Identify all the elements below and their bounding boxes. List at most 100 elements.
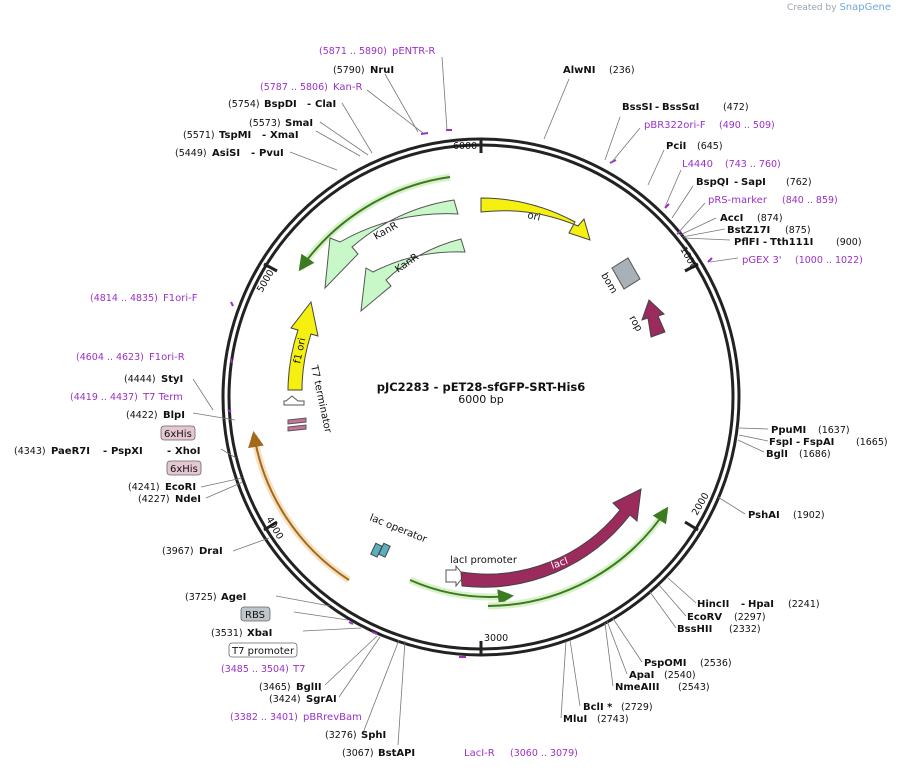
svg-text:LacI-R: LacI-R xyxy=(464,748,495,759)
enzyme-BlpI[interactable]: (4422) BlpI xyxy=(126,410,185,421)
svg-text:BssSαI: BssSαI xyxy=(662,102,699,113)
primer-Kan-R[interactable]: (5787 .. 5806) Kan-R xyxy=(260,82,362,93)
primer-pGEX3[interactable]: pGEX 3' (1000 .. 1022) xyxy=(742,255,863,266)
svg-text:SphI: SphI xyxy=(361,730,386,741)
enzyme-EcoRV[interactable]: EcoRV (2297) xyxy=(687,612,766,623)
enzyme-BspDI[interactable]: (5754) BspDI ClaI xyxy=(228,99,336,110)
enzyme-PaeR7I[interactable]: (4343) PaeR7I PspXI XhoI xyxy=(14,446,200,457)
svg-text:L4440: L4440 xyxy=(682,159,713,170)
enzyme-NmeAIII[interactable]: NmeAIII (2543) xyxy=(615,682,710,693)
feature-bom[interactable]: bom xyxy=(598,257,641,296)
name-separators: - - - - - - - - - - xyxy=(103,99,800,610)
feature-f1-ori[interactable]: f1 ori xyxy=(287,300,319,391)
enzyme-PspOMI[interactable]: PspOMI (2536) xyxy=(644,658,732,669)
feature-6xHis-2[interactable]: 6xHis xyxy=(166,460,202,476)
feature-ori[interactable]: ori xyxy=(480,197,591,241)
svg-text:(874): (874) xyxy=(757,213,783,224)
svg-text:BglI: BglI xyxy=(766,449,788,460)
primer-F1ori-F[interactable]: (4814 .. 4835) F1ori-F xyxy=(90,293,198,304)
feature-kanr-2[interactable]: KanR xyxy=(360,238,466,313)
feature-RBS[interactable]: RBS xyxy=(240,606,271,622)
enzyme-SphI[interactable]: (3276) SphI xyxy=(325,730,386,741)
enzyme-EcoRI[interactable]: (4241) EcoRI xyxy=(128,482,196,493)
svg-text:F1ori-F: F1ori-F xyxy=(163,293,198,304)
enzyme-NruI[interactable]: (5790) NruI xyxy=(333,65,394,76)
enzyme-HincII[interactable]: HincII HpaI (2241) xyxy=(697,599,820,610)
enzyme-BglII[interactable]: (3465) BglII xyxy=(259,682,322,693)
enzyme-MluI[interactable]: MluI (2743) xyxy=(563,714,629,725)
enzyme-AgeI[interactable]: (3725) AgeI xyxy=(185,592,246,603)
plasmid-name: pJC2283 - pET28-sfGFP-SRT-His6 xyxy=(377,380,586,394)
enzyme-AlwNI[interactable]: AlwNI (236) xyxy=(563,65,635,76)
svg-text:RBS: RBS xyxy=(245,610,265,621)
feature-label-lac-operator: lac operator xyxy=(368,513,429,546)
enzyme-FspI[interactable]: FspI FspAI (1665) xyxy=(769,437,888,448)
svg-text:NmeAIII: NmeAIII xyxy=(615,682,659,693)
orf-kanr xyxy=(298,176,451,272)
svg-text:BssHII: BssHII xyxy=(677,624,712,635)
enzyme-ApaI[interactable]: ApaI (2540) xyxy=(629,670,696,681)
enzyme-BglI[interactable]: BglI (1686) xyxy=(766,449,831,460)
svg-text:-: - xyxy=(655,102,659,113)
primer-T7[interactable]: (3485 .. 3504) T7 xyxy=(221,664,305,675)
svg-text:pGEX 3': pGEX 3' xyxy=(742,255,782,266)
enzyme-TspMI[interactable]: (5571) TspMI XmaI xyxy=(183,130,299,141)
enzyme-SmaI[interactable]: (5573) SmaI xyxy=(249,118,313,129)
enzyme-BclI[interactable]: BclI * (2729) xyxy=(583,702,653,713)
feature-label-f1-ori: f1 ori xyxy=(292,337,308,365)
svg-text:(4343): (4343) xyxy=(14,446,46,457)
feature-T7-promoter[interactable]: T7 promoter xyxy=(228,642,298,658)
svg-text:BstZ17I: BstZ17I xyxy=(727,225,770,236)
enzyme-SgrAI[interactable]: (3424) SgrAI xyxy=(269,694,337,705)
feature-rop[interactable]: rop xyxy=(626,299,666,338)
svg-text:pENTR-R: pENTR-R xyxy=(392,46,435,57)
plasmid-size: 6000 bp xyxy=(458,393,503,406)
svg-text:ClaI: ClaI xyxy=(315,99,336,110)
primer-LacI-R[interactable]: LacI-R (3060 .. 3079) xyxy=(464,748,578,759)
orf-bottom xyxy=(409,579,514,606)
primer-pBRrevBam[interactable]: (3382 .. 3401) pBRrevBam xyxy=(230,712,362,723)
primer-L4440[interactable]: L4440 (743 .. 760) xyxy=(682,159,781,170)
primer-F1ori-R[interactable]: (4604 .. 4623) F1ori-R xyxy=(76,352,185,363)
orf-lacI xyxy=(487,506,669,607)
svg-text:(1637): (1637) xyxy=(818,425,850,436)
enzyme-BstAPI[interactable]: (3067) BstAPI xyxy=(342,748,415,759)
enzyme-PciI[interactable]: PciI (645) xyxy=(666,141,723,152)
svg-text:TspMI: TspMI xyxy=(219,130,251,141)
primer-T7-Term[interactable]: (4419 .. 4437) T7 Term xyxy=(70,392,183,403)
credit-prefix: Created by xyxy=(787,3,837,13)
enzyme-AsiSI[interactable]: (5449) AsiSI PvuI xyxy=(175,148,284,159)
primer-marks xyxy=(227,129,713,658)
tick-1000 xyxy=(684,262,699,273)
svg-text:AgeI: AgeI xyxy=(221,592,246,603)
enzyme-PflFI[interactable]: PflFI Tth111I (900) xyxy=(734,237,862,248)
primer-pRS-marker[interactable]: pRS-marker (840 .. 859) xyxy=(708,195,838,206)
enzyme-PshAI[interactable]: PshAI (1902) xyxy=(748,510,825,521)
enzyme-BssSI[interactable]: BssSI BssSαI (472) xyxy=(622,102,749,113)
enzyme-PpuMI[interactable]: PpuMI (1637) xyxy=(771,425,850,436)
enzyme-BstZ17I[interactable]: BstZ17I (875) xyxy=(727,225,811,236)
enzyme-AccI[interactable]: AccI (874) xyxy=(720,213,783,224)
feature-6xHis-1[interactable]: 6xHis xyxy=(160,425,196,441)
svg-text:EcoRV: EcoRV xyxy=(687,612,722,623)
enzyme-StyI[interactable]: (4444) StyI xyxy=(124,374,183,385)
enzyme-BssHII[interactable]: BssHII (2332) xyxy=(677,624,761,635)
svg-text:(4241): (4241) xyxy=(128,482,160,493)
feature-label-t7-terminator: T7 terminator xyxy=(308,363,333,434)
svg-text:(3276): (3276) xyxy=(325,730,357,741)
svg-text:(743 .. 760): (743 .. 760) xyxy=(725,159,781,170)
enzyme-BspQI[interactable]: BspQI SapI (762) xyxy=(696,177,812,188)
svg-text:BglII: BglII xyxy=(296,682,322,693)
feature-laci-promoter[interactable]: lacI promoter xyxy=(445,555,518,588)
primer-pBR322ori-F[interactable]: pBR322ori-F (490 .. 509) xyxy=(644,120,775,131)
svg-text:BstAPI: BstAPI xyxy=(378,748,415,759)
enzyme-NdeI[interactable]: (4227) NdeI xyxy=(138,494,201,505)
svg-text:Kan-R: Kan-R xyxy=(333,82,362,93)
svg-text:-: - xyxy=(307,99,311,110)
enzyme-XbaI[interactable]: (3531) XbaI xyxy=(211,628,272,639)
primer-pENTR-R[interactable]: (5871 .. 5890) pENTR-R xyxy=(319,46,435,57)
feature-lac-operator[interactable]: lac operator xyxy=(368,513,429,558)
enzyme-DraI[interactable]: (3967) DraI xyxy=(162,546,223,557)
feature-laci[interactable]: lacI xyxy=(460,488,642,588)
svg-text:MluI: MluI xyxy=(563,714,587,725)
